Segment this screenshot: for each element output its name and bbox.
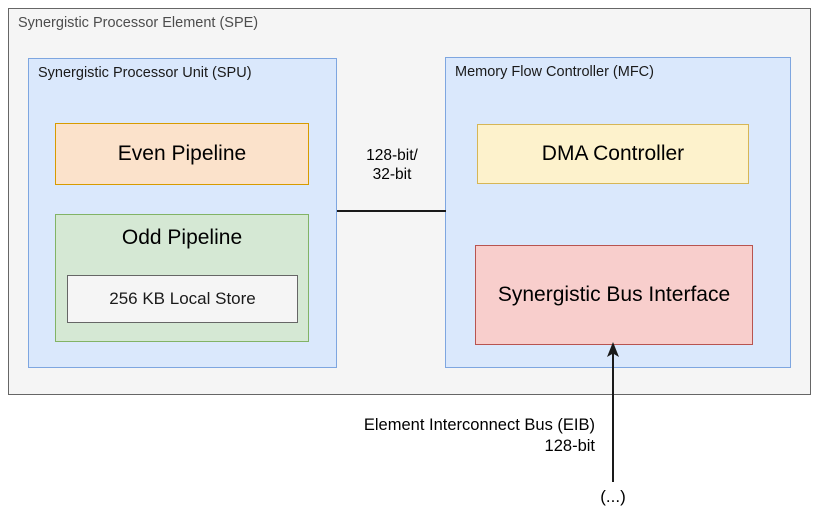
eib-connector-label: Element Interconnect Bus (EIB) 128-bit — [240, 415, 595, 457]
eib-arrow-icon — [607, 342, 619, 482]
local-store-box: 256 KB Local Store — [67, 275, 298, 323]
eib-ellipsis-label: (...) — [600, 487, 626, 506]
odd-pipeline-box: Odd Pipeline 256 KB Local Store — [55, 214, 309, 342]
eib-label-line-1: Element Interconnect Bus (EIB) — [363, 416, 595, 434]
odd-pipeline-label: Odd Pipeline — [121, 226, 243, 249]
even-pipeline-box: Even Pipeline — [55, 123, 309, 185]
spu-mfc-connector-label: 128-bit/ 32-bit — [340, 146, 444, 184]
spu-mfc-connector-line — [337, 210, 446, 212]
spe-container-label: Synergistic Processor Element (SPE) — [18, 15, 259, 31]
synergistic-bus-interface-box: Synergistic Bus Interface — [475, 245, 753, 345]
eib-label-line-2: 128-bit — [544, 437, 595, 455]
spu-mfc-label-line-2: 32-bit — [372, 166, 412, 183]
spu-mfc-label-line-1: 128-bit/ — [366, 147, 418, 164]
dma-controller-box: DMA Controller — [477, 124, 749, 184]
spu-container-label: Synergistic Processor Unit (SPU) — [38, 65, 252, 81]
mfc-container-label: Memory Flow Controller (MFC) — [455, 64, 654, 80]
